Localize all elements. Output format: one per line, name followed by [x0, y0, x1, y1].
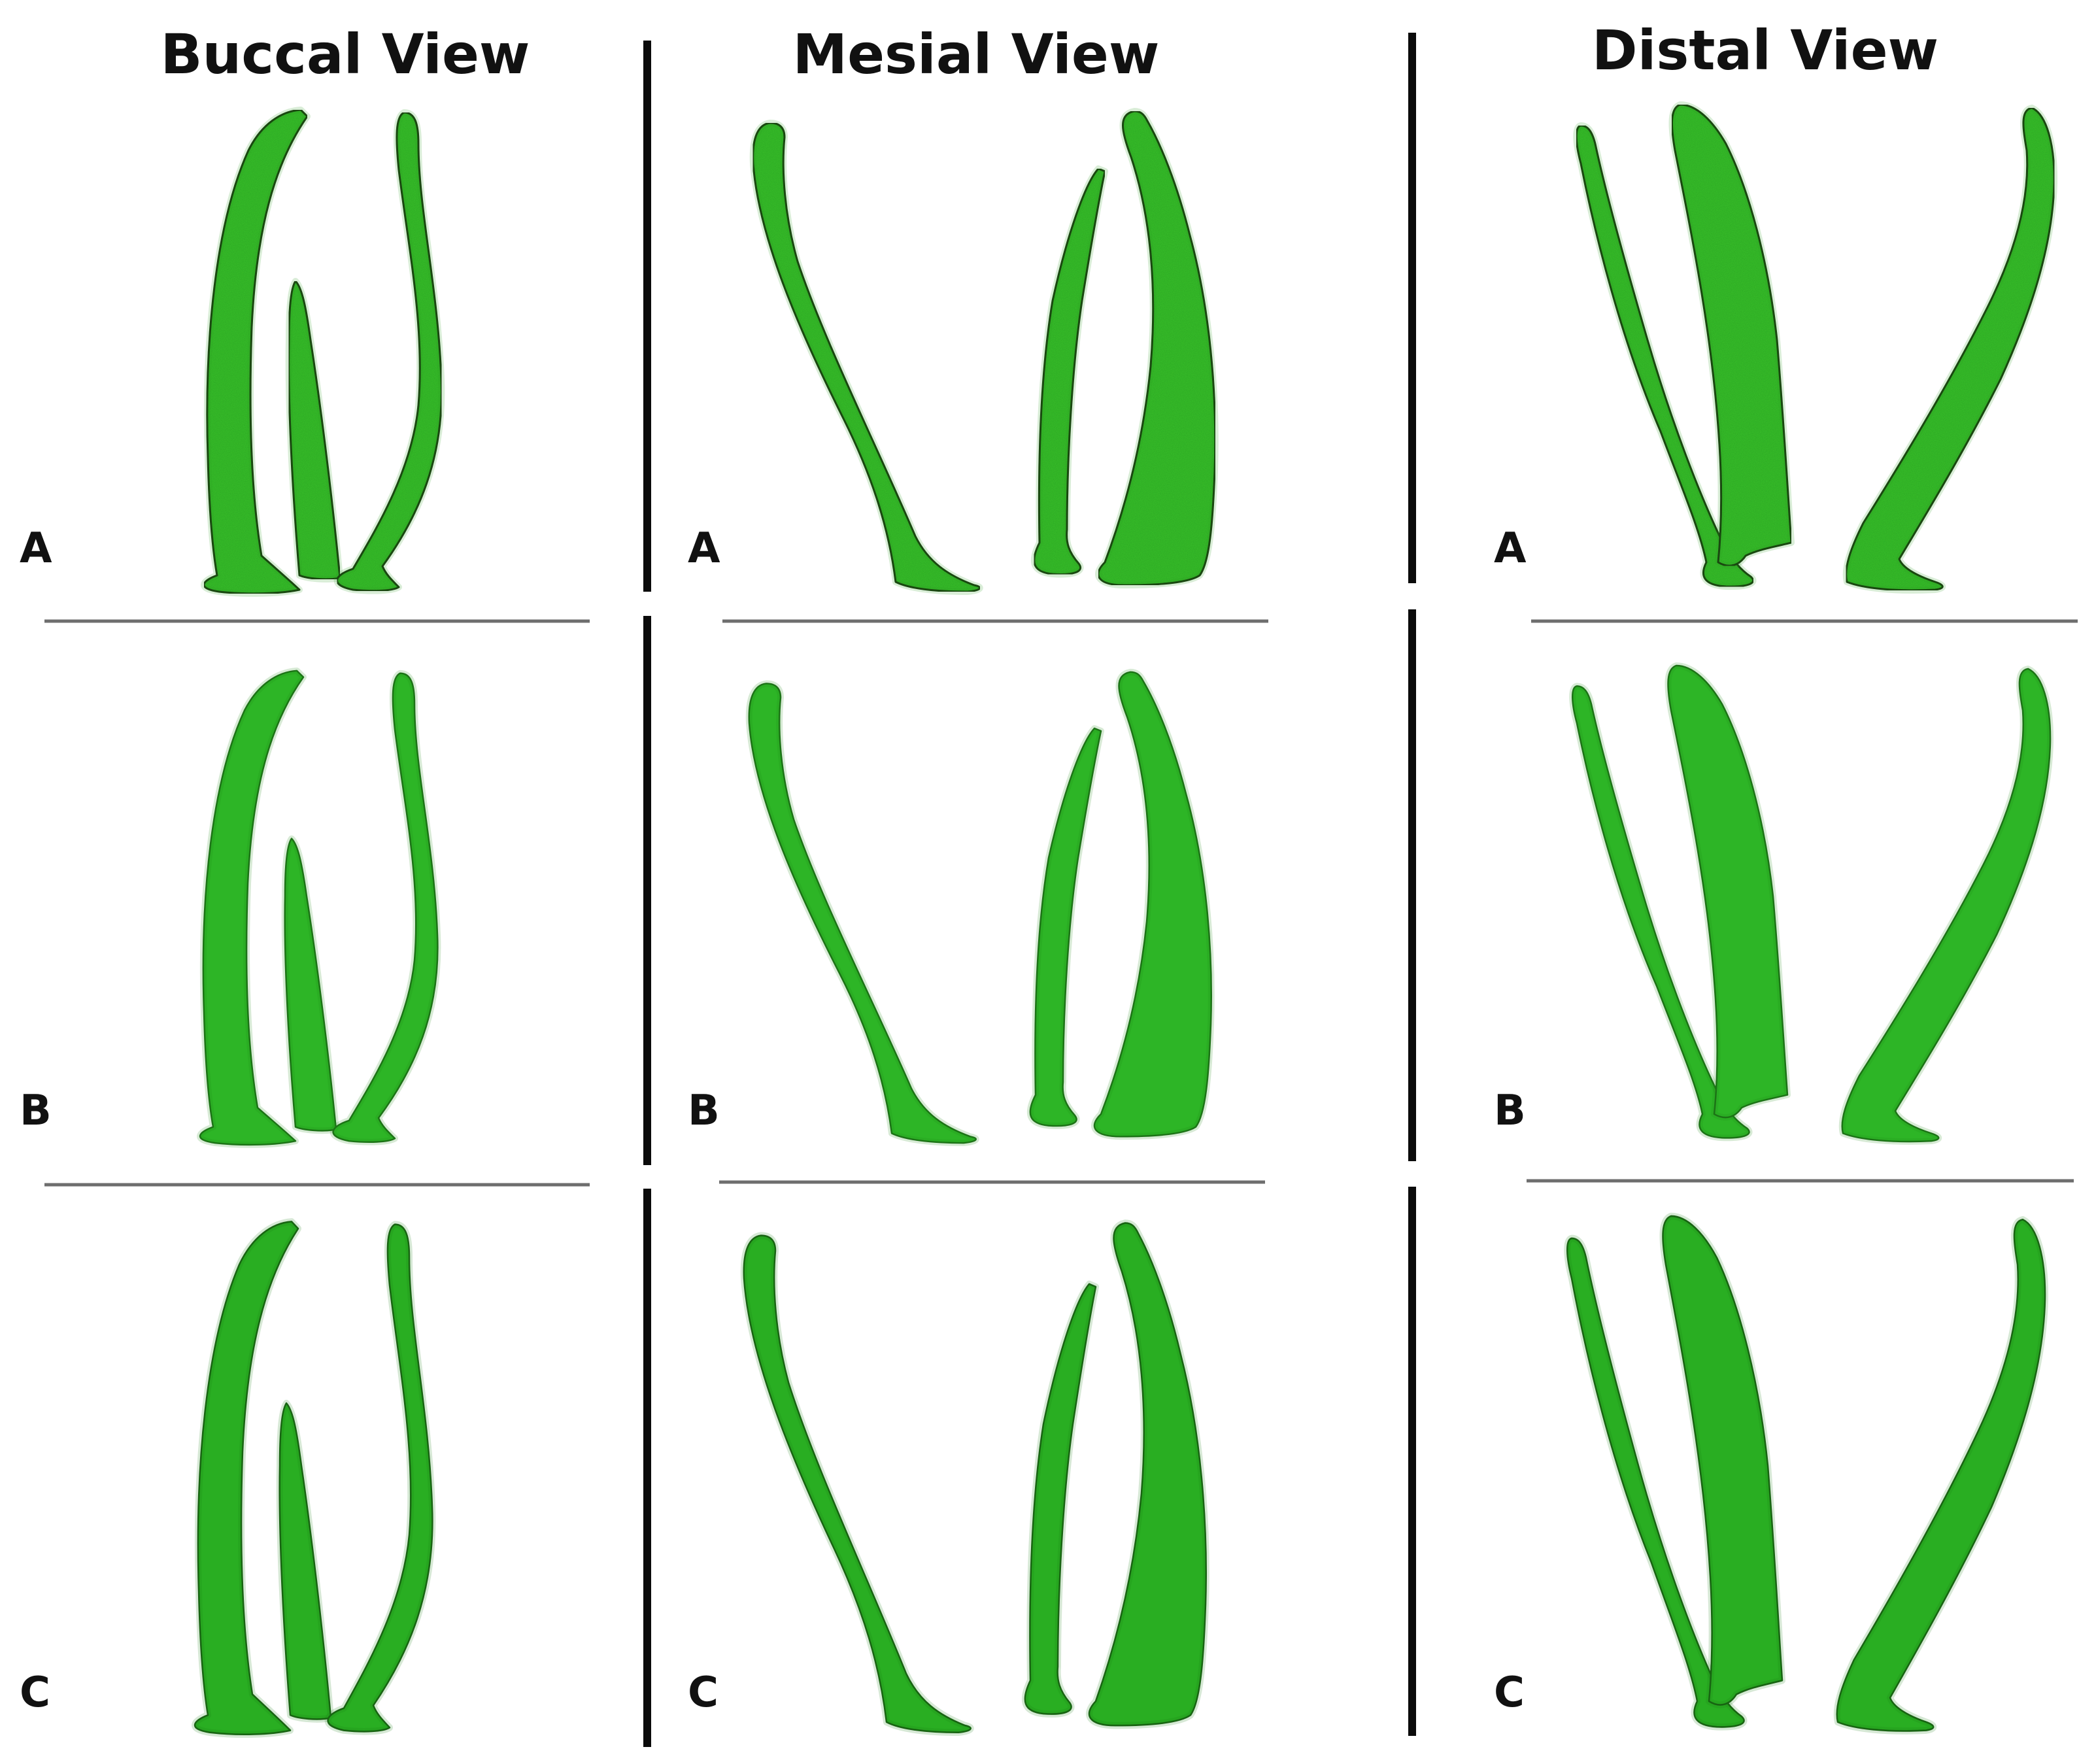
panel-distal-c	[1564, 1212, 2049, 1735]
root-canal-shade-mesial-0-1	[1030, 165, 1108, 578]
tooth-root-canal-model-icon-distal-1-0	[1572, 685, 1750, 1139]
root-canal-shade-mesial-2-1	[1021, 1280, 1099, 1718]
tooth-root-canal-model-icon-distal-0-1	[1670, 103, 1793, 567]
row-label-A-distal: A	[1494, 524, 1527, 573]
tooth-root-canal-model-icon-distal-2-0	[1566, 1237, 1745, 1728]
row-label-A-mesial: A	[688, 524, 720, 573]
tooth-root-canal-model-icon-mesial-2-2	[1088, 1222, 1207, 1727]
row-label-B-distal: B	[1494, 1087, 1526, 1135]
root-canal-shade-distal-2-2	[1833, 1216, 2049, 1735]
root-canal-shade-distal-0-2	[1842, 105, 2058, 594]
root-canal-shade-buccal-1-2	[330, 670, 441, 1145]
tooth-root-canal-model-icon-mesial-0-0	[752, 122, 981, 593]
root-canal-shade-mesial-1-2	[1091, 668, 1215, 1140]
panel-mesial-c	[740, 1219, 1209, 1736]
column-title-buccal: Buccal View	[160, 22, 530, 86]
root-canal-shade-distal-0-1	[1668, 101, 1795, 569]
root-canal-shade-buccal-1-0	[197, 667, 307, 1148]
panel-buccal-b	[197, 667, 441, 1148]
root-canal-shade-mesial-0-0	[749, 120, 983, 595]
root-canal-shade-mesial-2-0	[740, 1232, 974, 1736]
tooth-root-canal-model-icon-buccal-2-0	[194, 1221, 299, 1736]
tooth-root-canal-model-icon-distal-2-1	[1662, 1215, 1783, 1706]
root-canal-shade-distal-0-0	[1573, 122, 1757, 590]
tooth-root-canal-model-icon-mesial-0-2	[1097, 110, 1217, 586]
tooth-root-canal-model-icon-buccal-1-1	[284, 838, 337, 1132]
column-title-distal: Distal View	[1592, 18, 1938, 82]
root-canal-shade-buccal-0-2	[333, 109, 445, 594]
row-label-B-buccal: B	[20, 1087, 52, 1135]
root-canal-shade-buccal-0-0	[201, 107, 311, 597]
tooth-root-canal-model-icon-distal-0-2	[1845, 107, 2055, 592]
root-canal-shade-mesial-1-1	[1026, 725, 1104, 1129]
root-canal-shade-mesial-0-2	[1095, 108, 1219, 588]
tooth-root-canal-model-icon-distal-0-0	[1575, 124, 1755, 588]
root-canal-shade-mesial-1-0	[745, 680, 979, 1147]
tooth-root-canal-model-icon-mesial-2-0	[743, 1234, 972, 1734]
tooth-root-canal-model-icon-mesial-2-1	[1024, 1283, 1097, 1715]
panel-buccal-a	[201, 107, 445, 597]
root-canal-shade-buccal-2-1	[276, 1399, 334, 1723]
root-canal-shade-distal-1-2	[1838, 666, 2054, 1145]
tooth-root-canal-model-icon-buccal-1-0	[199, 670, 305, 1146]
panel-mesial-a	[749, 108, 1219, 595]
root-canal-shade-buccal-2-2	[324, 1221, 436, 1735]
tooth-root-canal-model-icon-mesial-1-2	[1093, 671, 1212, 1138]
tooth-root-canal-model-icon-distal-1-1	[1667, 664, 1789, 1119]
root-canal-panels	[192, 101, 2058, 1738]
tooth-root-canal-model-icon-mesial-0-1	[1033, 167, 1106, 575]
tooth-root-canal-model-icon-mesial-1-0	[748, 683, 977, 1144]
tooth-root-canal-model-icon-buccal-2-1	[279, 1402, 332, 1720]
root-canal-shade-buccal-1-1	[281, 835, 339, 1134]
root-canal-shade-buccal-0-1	[285, 278, 343, 583]
root-canal-shade-mesial-2-2	[1086, 1219, 1209, 1729]
tooth-root-canal-model-icon-buccal-0-1	[288, 280, 341, 581]
tooth-root-canal-model-icon-buccal-1-2	[332, 672, 439, 1143]
root-canal-shade-buccal-2-0	[192, 1218, 301, 1738]
panel-distal-b	[1569, 662, 2054, 1145]
row-label-C-mesial: C	[688, 1669, 718, 1717]
column-title-mesial: Mesial View	[793, 22, 1160, 86]
tooth-root-canal-model-icon-distal-1-2	[1841, 668, 2052, 1143]
panel-distal-a	[1573, 101, 2058, 594]
tooth-root-canal-model-icon-buccal-0-0	[203, 109, 309, 595]
tooth-root-canal-model-icon-buccal-0-2	[336, 111, 443, 592]
tooth-root-canal-model-icon-buccal-2-2	[327, 1223, 433, 1733]
root-canal-shade-distal-2-0	[1564, 1234, 1748, 1731]
row-label-C-distal: C	[1494, 1669, 1525, 1717]
row-label-C-buccal: C	[20, 1669, 50, 1717]
root-canal-shade-distal-2-1	[1659, 1212, 1785, 1708]
root-canal-shade-distal-1-0	[1569, 683, 1753, 1142]
panel-buccal-c	[192, 1218, 436, 1738]
root-canal-shade-distal-1-1	[1665, 662, 1791, 1121]
row-label-B-mesial: B	[688, 1087, 720, 1135]
row-label-A-buccal: A	[20, 524, 52, 573]
tooth-root-canal-model-icon-mesial-1-1	[1029, 727, 1102, 1127]
panel-mesial-b	[745, 668, 1215, 1147]
tooth-root-canal-model-icon-distal-2-2	[1836, 1218, 2046, 1732]
